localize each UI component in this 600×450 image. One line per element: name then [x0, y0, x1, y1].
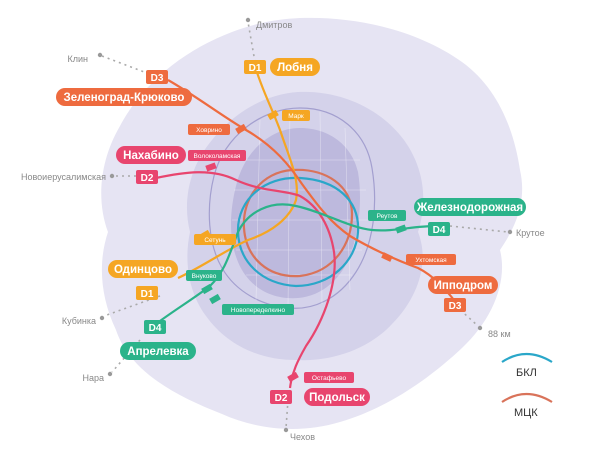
town-chekhov: Чехов: [290, 432, 315, 442]
terminus-ippodrom-bg: [428, 276, 498, 294]
station-setun: Сетунь: [204, 237, 226, 244]
station-vnukovo: Внуково: [192, 273, 217, 280]
terminus-odintsovo-bg: [108, 260, 178, 278]
station-novoperedelkino-bg: [222, 304, 294, 315]
legend-mcc-swatch: [501, 392, 553, 403]
terminus-nakhabino-bg: [116, 146, 186, 164]
station-khovrino-bg: [188, 124, 230, 135]
station-ukhtomskaya: Ухтомская: [415, 257, 447, 264]
extension-dots: [97, 17, 513, 433]
badge-d4-east-label: D4: [433, 225, 446, 236]
station-khovrino: Ховрино: [196, 127, 222, 134]
line-d1: [177, 65, 298, 280]
town-kubinka: Кубинка: [62, 316, 96, 326]
badge-d2-south-label: D2: [275, 393, 288, 404]
badge-d4-west: [144, 320, 166, 334]
town-88km: 88 км: [488, 329, 511, 339]
town-nara: Нара: [82, 373, 104, 383]
terminus-zheleznodorozhnaya: Железнодорожная: [416, 202, 523, 214]
badge-d2-south: [270, 390, 292, 404]
station-vnukovo-bg: [186, 270, 222, 281]
badge-d1-north: [244, 60, 266, 74]
badge-d4-east: [428, 222, 450, 236]
terminus-aprelevka: Апрелевка: [127, 346, 189, 358]
line-d3: [167, 79, 455, 301]
terminus-lobnya: Лобня: [277, 62, 313, 74]
station-ukhtomskaya-bg: [406, 254, 456, 265]
terminus-ippodrom: Ипподром: [434, 280, 493, 292]
legend-mcc-label: МЦК: [514, 407, 538, 419]
legend-bkl-label: БКЛ: [516, 367, 537, 379]
badge-d1-west-label: D1: [141, 289, 154, 300]
station-novoperedelkino: Новопеределкино: [231, 307, 286, 314]
station-ostafyevo-bg: [304, 372, 354, 383]
terminus-zheleznodorozhnaya-bg: [414, 198, 526, 216]
badge-d2-west: [136, 170, 158, 184]
town-klin: Клин: [68, 54, 89, 64]
moscow-city: [231, 128, 360, 299]
terminus-lobnya-bg: [270, 58, 320, 76]
terminus-zelenograd: Зеленоград-Крюково: [64, 92, 185, 104]
station-volokolamskaya-bg: [188, 150, 246, 161]
terminus-zelenograd-bg: [56, 88, 192, 106]
badge-d4-west-label: D4: [149, 323, 162, 334]
legend-bkl-swatch: [501, 352, 553, 363]
terminus-nakhabino: Нахабино: [123, 150, 179, 162]
station-mark: Марк: [288, 113, 304, 120]
station-setun-bg: [194, 234, 236, 245]
badge-d3-north-label: D3: [151, 73, 164, 84]
badge-d3-east-label: D3: [449, 301, 462, 312]
town-dmitrov: Дмитров: [256, 20, 292, 30]
badge-d3-east: [444, 298, 466, 312]
badge-d2-west-label: D2: [141, 173, 154, 184]
mcc-ring: [242, 168, 354, 278]
bkl-ring: [236, 176, 360, 288]
terminus-podolsk-bg: [304, 388, 370, 406]
station-ostafyevo: Остафьево: [312, 375, 347, 382]
terminus-odintsovo: Одинцово: [114, 264, 172, 276]
badge-d1-north-label: D1: [249, 63, 262, 74]
legend: БКЛ МЦК: [501, 352, 553, 419]
badge-d3-north: [146, 70, 168, 84]
terminus-aprelevka-bg: [120, 342, 196, 360]
badge-d1-west: [136, 286, 158, 300]
station-reutov: Реутов: [377, 213, 398, 220]
town-krutoe: Крутое: [516, 228, 545, 238]
station-reutov-bg: [368, 210, 406, 221]
town-novoierusalimskaya: Новоиерусалимская: [21, 172, 106, 182]
station-mark-bg: [282, 110, 310, 121]
terminus-podolsk: Подольск: [309, 392, 365, 404]
station-volokolamskaya: Волоколамская: [194, 153, 241, 160]
line-d2: [155, 171, 336, 389]
